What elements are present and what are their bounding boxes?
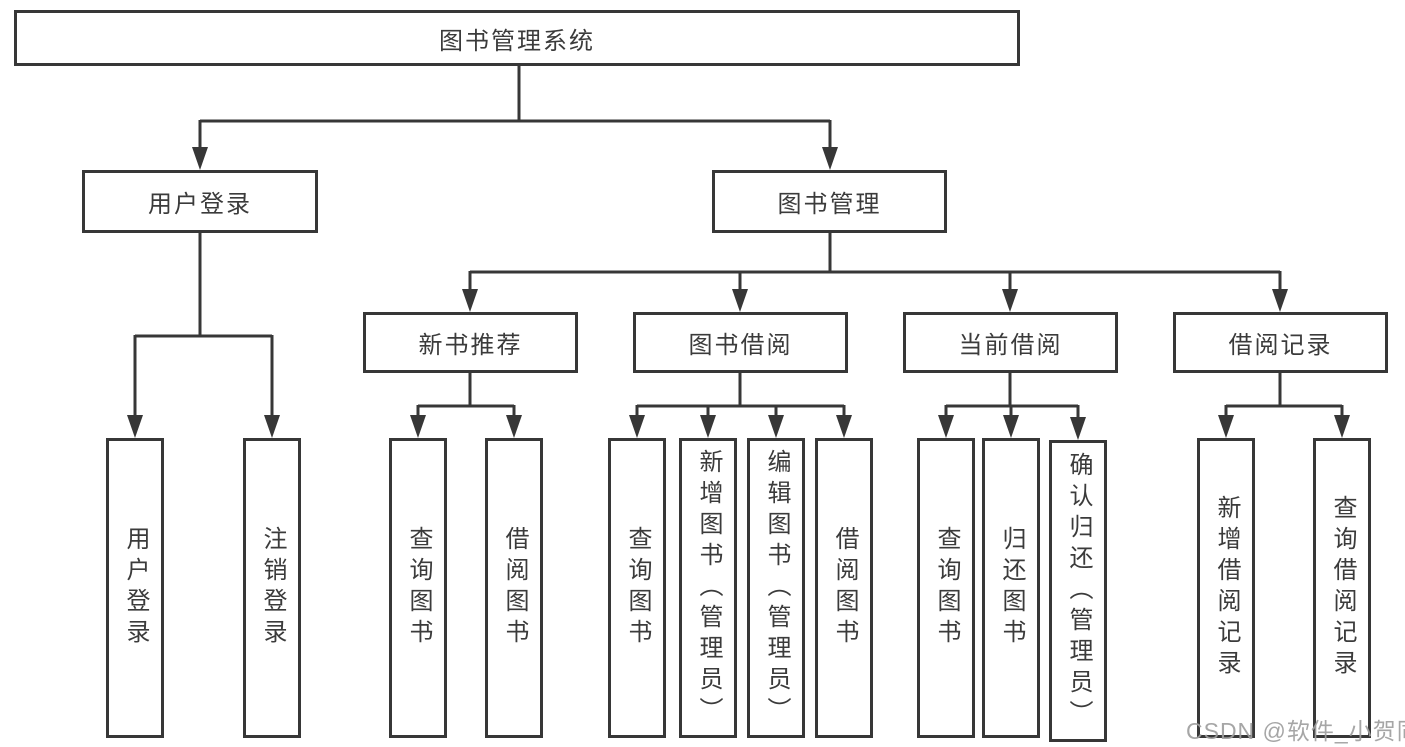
leaf-current-confirm-return-admin: 确认归还（管理员）: [1049, 440, 1107, 742]
node-label: 借阅图书: [831, 526, 858, 650]
node-library-system: 图书管理系统: [14, 10, 1020, 66]
arrowhead: [1218, 415, 1234, 438]
node-label: 图书管理系统: [439, 27, 595, 55]
arrowhead: [462, 289, 478, 312]
node-label: 当前借阅: [958, 332, 1063, 359]
node-label: 注销登录: [259, 526, 286, 650]
leaf-records-add-record: 新增借阅记录: [1197, 438, 1255, 738]
node-label: 新增图书（管理员）: [695, 448, 722, 728]
csdn-watermark: CSDN @软件_小贺同学: [1186, 718, 1405, 744]
node-label: 查询图书: [933, 526, 960, 650]
arrowhead: [822, 147, 838, 170]
node-label: 编辑图书（管理员）: [763, 448, 790, 728]
leaf-borrowing-borrow-books: 借阅图书: [815, 438, 873, 738]
node-label: 借阅图书: [501, 526, 528, 650]
node-label: 确认归还（管理员）: [1065, 451, 1092, 731]
arrowhead: [1003, 415, 1019, 438]
node-label: 查询借阅记录: [1329, 495, 1356, 681]
arrowhead: [127, 415, 143, 438]
arrowhead: [836, 415, 852, 438]
leaf-login-user-login: 用户登录: [106, 438, 164, 738]
node-label: 新增借阅记录: [1213, 495, 1240, 681]
arrowhead: [1002, 289, 1018, 312]
arrowhead: [1070, 417, 1086, 440]
arrowhead: [1334, 415, 1350, 438]
leaf-current-return-books: 归还图书: [982, 438, 1040, 738]
arrowhead: [264, 415, 280, 438]
arrowhead: [506, 415, 522, 438]
leaf-records-query-record: 查询借阅记录: [1313, 438, 1371, 738]
node-label: 图书借阅: [688, 332, 793, 359]
arrowhead: [192, 147, 208, 170]
leaf-borrowing-add-books-admin: 新增图书（管理员）: [679, 438, 737, 738]
node-borrowing-records: 借阅记录: [1173, 312, 1388, 373]
node-user-login: 用户登录: [82, 170, 318, 233]
node-new-book-recommendation: 新书推荐: [363, 312, 578, 373]
node-label: 用户登录: [122, 526, 149, 650]
arrowhead: [629, 415, 645, 438]
arrowhead: [410, 415, 426, 438]
arrowhead: [938, 415, 954, 438]
node-label: 借阅记录: [1228, 332, 1333, 359]
arrowhead: [732, 289, 748, 312]
node-label: 归还图书: [998, 526, 1025, 650]
node-label: 图书管理: [777, 191, 882, 218]
arrowhead: [1272, 289, 1288, 312]
leaf-recommend-query-books: 查询图书: [389, 438, 447, 738]
leaf-borrowing-query-books: 查询图书: [608, 438, 666, 738]
leaf-recommend-borrow-books: 借阅图书: [485, 438, 543, 738]
node-label: 新书推荐: [418, 332, 523, 359]
node-book-borrowing: 图书借阅: [633, 312, 848, 373]
node-label: 查询图书: [405, 526, 432, 650]
leaf-login-logout: 注销登录: [243, 438, 301, 738]
node-label: 用户登录: [148, 191, 252, 218]
leaf-borrowing-edit-books-admin: 编辑图书（管理员）: [747, 438, 805, 738]
leaf-current-query-books: 查询图书: [917, 438, 975, 738]
arrowhead: [768, 415, 784, 438]
node-current-borrowing: 当前借阅: [903, 312, 1118, 373]
node-book-management: 图书管理: [712, 170, 947, 233]
arrowhead: [700, 415, 716, 438]
node-label: 查询图书: [624, 526, 651, 650]
